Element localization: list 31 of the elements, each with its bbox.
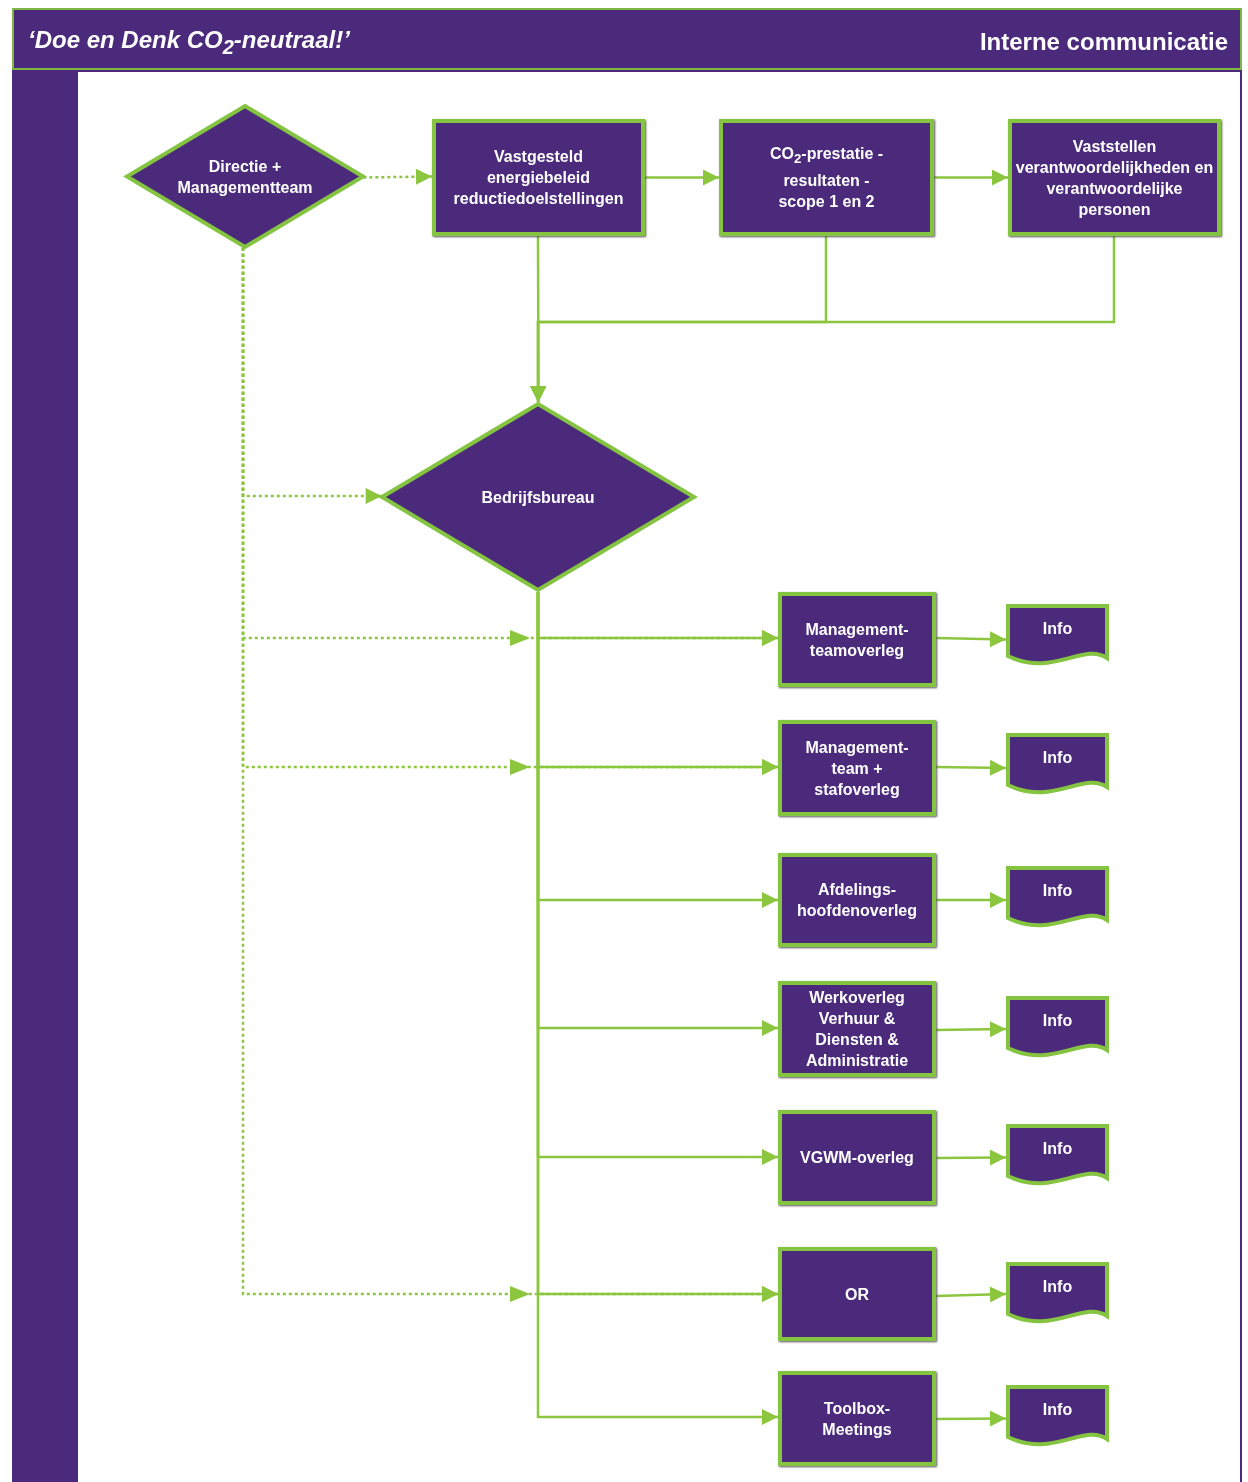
process-box	[432, 119, 645, 236]
process-box	[778, 853, 936, 947]
node-label: Bedrijfsbureau	[481, 487, 595, 508]
node-label: Info	[1042, 1011, 1073, 1031]
process-box	[719, 119, 934, 236]
node-label: Info	[1042, 1400, 1073, 1420]
node-label: VGWM-overleg	[800, 1148, 914, 1168]
page-title: ‘Doe en Denk CO$_{2}$-neutraal!’	[28, 26, 350, 59]
node-label: Info	[1042, 881, 1073, 901]
node-label: OR	[845, 1284, 869, 1305]
process-box	[778, 1247, 936, 1341]
node-label: Info	[1042, 1277, 1073, 1297]
node-label: Management-teamoverleg	[804, 619, 910, 661]
node-label: Directie + Managementteam	[176, 156, 314, 198]
node-label: Afdelings-hoofdenoverleg	[796, 880, 918, 921]
section-label: Interne communicatie	[979, 28, 1228, 56]
process-box	[1008, 119, 1221, 236]
node-label: Werkoverleg Verhuur & Diensten & Administratie	[804, 988, 910, 1071]
process-box	[778, 981, 936, 1077]
node-label: Info	[1042, 1139, 1073, 1159]
node-label: CO$_{2}$-prestatie - resultaten - scope 1 en 2	[768, 144, 885, 212]
node-label: Vaststellen verantwoordelijkheden en verantwoordelijke personen	[1014, 136, 1215, 220]
node-label: Info	[1042, 748, 1073, 768]
node-label: Info	[1042, 619, 1073, 639]
process-box	[778, 592, 936, 687]
node-label: Toolbox-Meetings	[821, 1398, 893, 1440]
process-box	[778, 1110, 936, 1205]
process-box	[778, 1371, 936, 1466]
node-label: Vastgesteld energiebeleid reductiedoelstellingen	[452, 147, 625, 209]
process-box	[778, 720, 936, 816]
node-label: Management-team + stafoverleg	[804, 737, 910, 800]
